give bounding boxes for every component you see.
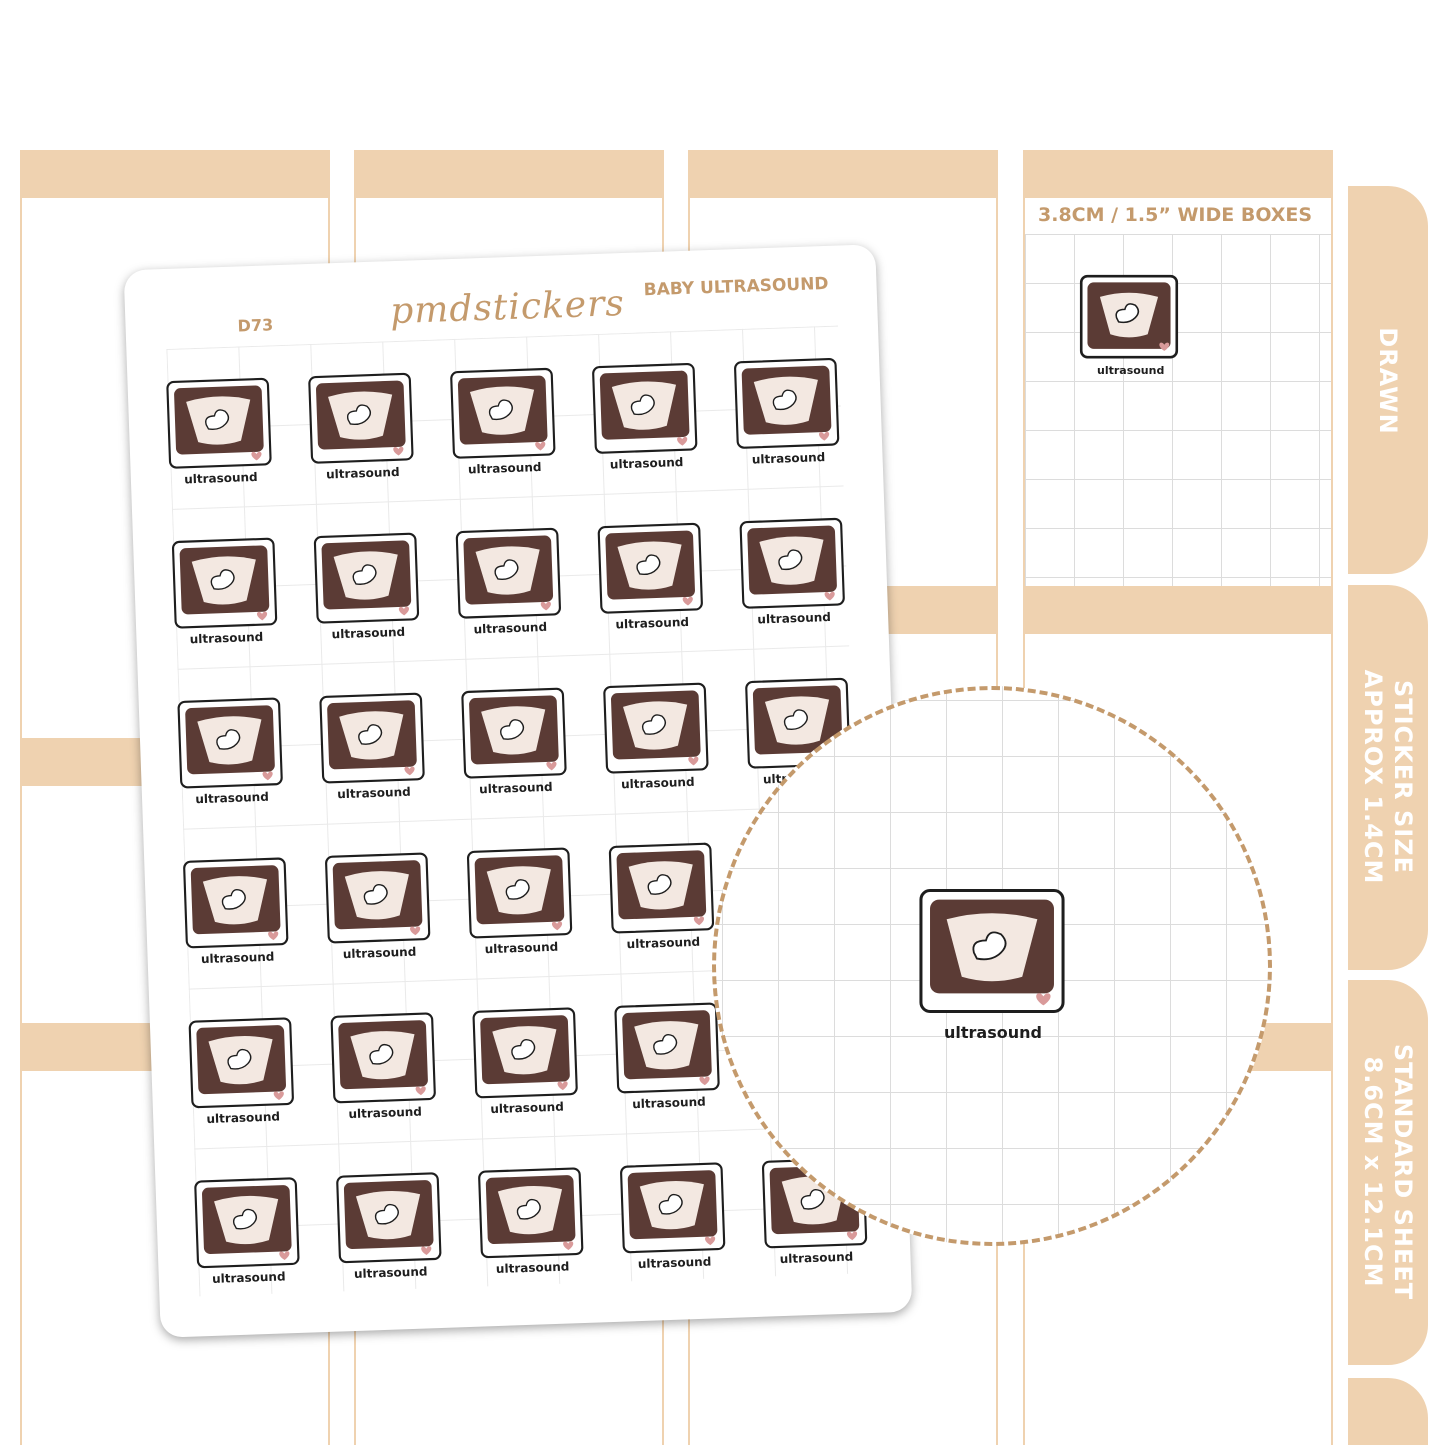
ultrasound-icon: [313, 532, 420, 624]
heart-icon: [688, 756, 699, 766]
tab-partial: [1348, 1378, 1428, 1445]
heart-icon: [846, 1231, 858, 1241]
ultrasound-icon: [620, 1162, 726, 1254]
ultrasound-icon: [177, 697, 283, 789]
heart-icon: [563, 1241, 574, 1251]
ultrasound-icon: [734, 358, 840, 449]
ultrasound-icon: [614, 1002, 720, 1094]
heart-icon: [273, 1091, 284, 1101]
heart-icon: [699, 1076, 710, 1086]
magnifier: ultrasound: [712, 686, 1272, 1246]
ultrasound-icon: [325, 852, 431, 944]
ultrasound-icon: [603, 682, 709, 774]
heart-icon: [268, 931, 279, 941]
heart-icon: [393, 446, 404, 456]
heart-icon: [404, 766, 415, 776]
ultrasound-icon: [597, 522, 703, 614]
ultrasound-icon: [592, 362, 698, 454]
sheet-title: BABY ULTRASOUND: [643, 273, 829, 301]
heart-icon: [546, 761, 557, 771]
heart-icon: [677, 436, 688, 446]
boxes-label: 3.8CM / 1.5” WIDE BOXES: [1038, 204, 1313, 226]
ultrasound-icon: [739, 517, 845, 609]
ultrasound-icon: [455, 527, 561, 619]
heart-icon: [819, 431, 830, 441]
heart-icon: [410, 926, 421, 936]
tab-label: STICKER SIZE APPROX 1.4CM: [1359, 669, 1417, 885]
planner-band: [1025, 586, 1331, 634]
ultrasound-icon: [608, 842, 715, 934]
heart-icon: [535, 441, 546, 451]
ultrasound-icon: [330, 1012, 436, 1104]
ultrasound-icon: [188, 1017, 294, 1109]
heart-icon: [557, 1081, 568, 1091]
heart-icon: [279, 1251, 290, 1260]
tab-sticker-size: STICKER SIZE APPROX 1.4CM: [1348, 585, 1428, 970]
ultrasound-icon: [308, 372, 414, 464]
tab-label: STANDARD SHEET 8.6CM x 12.1CM: [1359, 1043, 1417, 1301]
ultrasound-icon: [166, 377, 272, 469]
heart-icon: [415, 1086, 426, 1096]
planner-band: [690, 150, 996, 198]
ultrasound-icon: [745, 677, 851, 769]
ultrasound-icon: [194, 1177, 300, 1269]
ultrasound-sticker-example: [1079, 274, 1179, 359]
ultrasound-icon: [183, 857, 289, 949]
tab-standard-sheet: STANDARD SHEET 8.6CM x 12.1CM: [1348, 980, 1428, 1365]
heart-icon: [398, 606, 410, 616]
ultrasound-icon: [336, 1172, 442, 1264]
sticker-label: ultrasound: [1097, 364, 1165, 377]
tab-label: DRAWN: [1374, 327, 1402, 435]
brand-logo: pmdstickers: [389, 282, 626, 333]
heart-icon: [262, 771, 273, 781]
ultrasound-icon: [466, 847, 573, 939]
sticker-label-enlarged: ultrasound: [944, 1023, 1042, 1042]
planner-band: [356, 150, 662, 198]
heart-icon: [824, 591, 835, 601]
ultrasound-icon: [461, 687, 567, 779]
tab-drawn: DRAWN: [1348, 186, 1428, 574]
ultrasound-icon: [450, 367, 556, 459]
heart-icon: [693, 916, 705, 926]
heart-icon: [682, 596, 693, 606]
ultrasound-icon: [478, 1167, 584, 1259]
heart-icon: [421, 1246, 432, 1255]
heart-icon: [251, 451, 262, 461]
heart-icon: [256, 611, 268, 621]
sheet-code: D73: [237, 315, 274, 336]
heart-icon: [705, 1236, 716, 1246]
sticker-sheet: D73 pmdstickers BABY ULTRASOUND ultrasou…: [123, 244, 913, 1338]
planner-band: [22, 150, 328, 198]
ultrasound-sticker-enlarged: [919, 889, 1065, 1013]
ultrasound-icon: [319, 692, 425, 784]
ultrasound-icon: [472, 1007, 578, 1099]
heart-icon: [551, 921, 563, 931]
heart-icon: [540, 601, 551, 611]
ultrasound-icon: [171, 537, 278, 629]
planner-band: [1025, 150, 1331, 198]
